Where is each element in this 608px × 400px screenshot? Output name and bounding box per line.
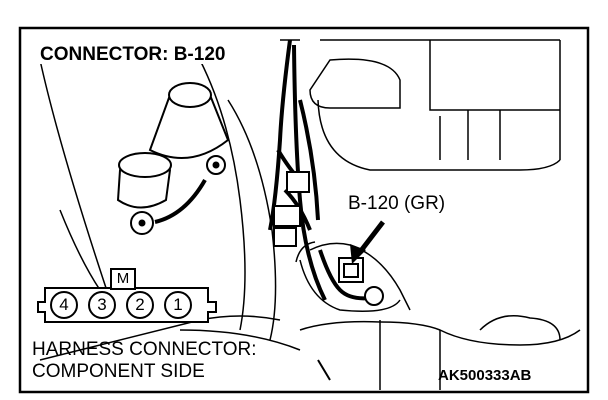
connector-pin: 2 [126,291,154,319]
connector-pin: 3 [88,291,116,319]
connector-pin: 1 [164,291,192,319]
connector-pin: 4 [50,291,78,319]
engine-structure [39,39,581,390]
figure-code: AK500333AB [438,367,532,384]
ground-cable [130,155,226,235]
connector-title: CONNECTOR: B-120 [38,44,228,65]
diagram-frame [18,26,590,394]
connector-key-label: M [110,268,136,290]
funnel-shapes [116,82,230,209]
harness-connectors [273,171,384,306]
component-side-label: COMPONENT SIDE [32,361,205,382]
callout-arrow [350,220,385,264]
harness-connector-label: HARNESS CONNECTOR: [32,339,257,360]
connector-callout-label: B-120 (GR) [348,193,446,214]
connector-bracket [295,241,411,311]
